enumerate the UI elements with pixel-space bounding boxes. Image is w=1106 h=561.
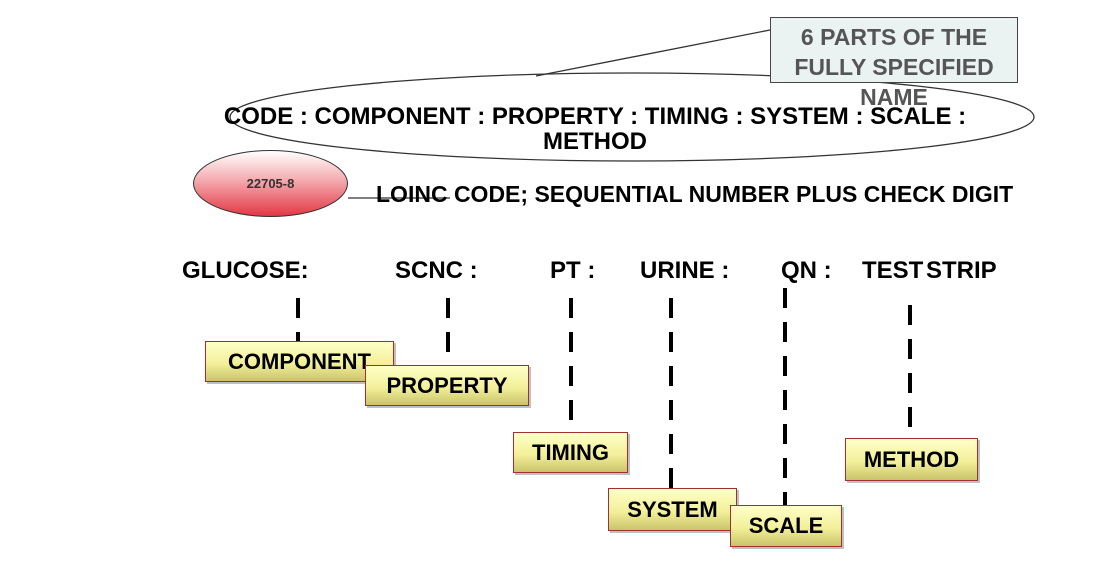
label-timing: TIMING — [513, 432, 628, 473]
callout-box — [770, 17, 1018, 83]
part-urine: URINE : — [640, 257, 730, 284]
label-method-text: METHOD — [863, 446, 960, 472]
part-scnc: SCNC : — [395, 257, 478, 284]
label-system-text: SYSTEM — [627, 496, 718, 522]
loinc-code-value: 22705-8 — [246, 176, 295, 191]
label-component-text: COMPONENT — [228, 348, 371, 374]
label-system: SYSTEM — [608, 488, 737, 531]
part-pt: PT : — [550, 257, 596, 284]
label-method: METHOD — [845, 438, 978, 481]
callout-pointer — [535, 29, 771, 77]
name-ellipse — [229, 72, 1035, 162]
label-scale-text: SCALE — [748, 513, 824, 538]
loinc-code-badge: 22705-8 — [193, 150, 348, 217]
callout-text: 6 PARTS OF THE FULLY SPECIFIED NAME — [794, 24, 994, 110]
part-test-strip: TEST STRIP — [862, 257, 997, 284]
part-qn: QN : — [781, 257, 832, 284]
label-property-text: PROPERTY — [386, 372, 508, 398]
part-glucose: GLUCOSE: — [182, 257, 309, 284]
label-component: COMPONENT — [205, 341, 394, 382]
loinc-code-description: LOINC CODE; SEQUENTIAL NUMBER PLUS CHECK… — [376, 181, 1014, 207]
fully-specified-name-formula: CODE : COMPONENT : PROPERTY : TIMING : S… — [223, 103, 967, 155]
label-timing-text: TIMING — [532, 439, 609, 465]
label-scale: SCALE — [730, 505, 842, 547]
label-property: PROPERTY — [365, 365, 529, 406]
